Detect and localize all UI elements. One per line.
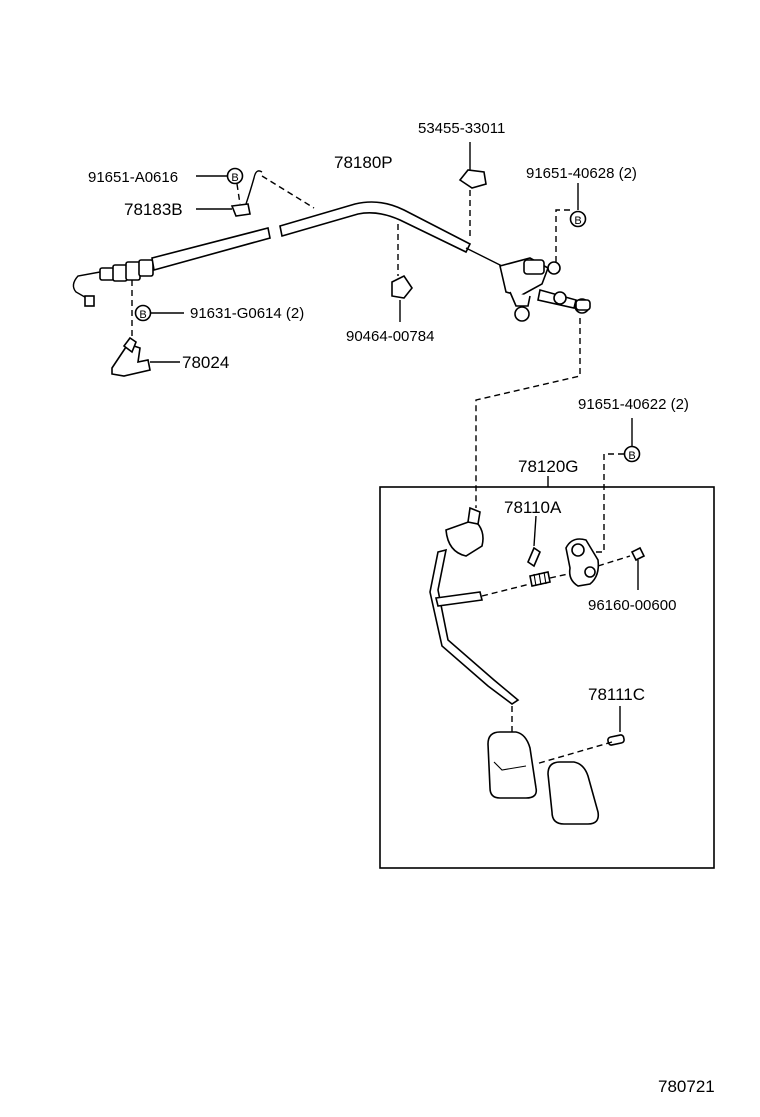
label-91651-40622: 91651-40622 (2) [578,396,689,413]
figure-number: 780721 [658,1077,715,1096]
bolt-b-icon [226,167,244,185]
label-78024: 78024 [182,353,229,372]
pivot-shaft [435,583,531,607]
cable-threaded-fitting [99,259,154,282]
bolt-b-symbol-4: B [628,450,635,462]
pedal-bracket [565,538,631,587]
leader-cable-to-pedal [475,318,581,508]
cable-bracket [499,257,591,322]
label-96160-00600: 96160-00600 [588,597,676,614]
bracket-78024: B [111,280,184,377]
nut-96160-00600 [630,546,646,590]
bolt-91651-a0616: B [196,167,244,205]
cable-inner [465,247,503,267]
bolt-b-symbol-2: B [574,215,581,227]
clip-78183b [230,170,263,217]
pedal-assembly-box [379,486,715,869]
cable-sheath-left [151,227,271,272]
label-78120g: 78120G [518,457,579,476]
part-labels: 91651-A0616 78183B 78180P 53455-33011 91… [88,120,715,1096]
cable-end-tip [84,295,95,307]
bolt-b-icon-4 [623,445,641,463]
label-78111c: 78111C [588,685,645,704]
bolt-b-icon-3 [134,304,152,322]
bolt-b-symbol: B [231,172,238,184]
label-78110a: 78110A [504,498,562,517]
label-53455-33011: 53455-33011 [418,120,505,137]
label-91631-g0614: 91631-G0614 (2) [190,305,304,322]
label-90464-00784: 90464-00784 [346,328,434,345]
bolt-b-icon-2 [569,210,587,228]
label-78183b: 78183B [124,200,183,219]
clamp-53455-33011 [458,142,487,236]
cable-sheath-main [279,201,472,254]
leader-clip [261,175,315,209]
pedal-pads [487,706,600,825]
cable-end-wire [72,271,101,301]
label-91651-40628: 91651-40628 (2) [526,165,637,182]
bolt-91651-40622: B [588,418,641,553]
label-78180p: 78180P [334,153,393,172]
bolt-b-symbol-3: B [139,309,146,321]
clamp-90464-00784 [391,224,413,322]
pedal-arm [429,506,520,705]
pin-78111c [535,706,625,765]
accelerator-cable [72,175,591,322]
label-91651-a0616: 91651-A0616 [88,169,178,186]
bolt-91651-40628: B [555,183,587,266]
spring-78110a [527,515,569,587]
